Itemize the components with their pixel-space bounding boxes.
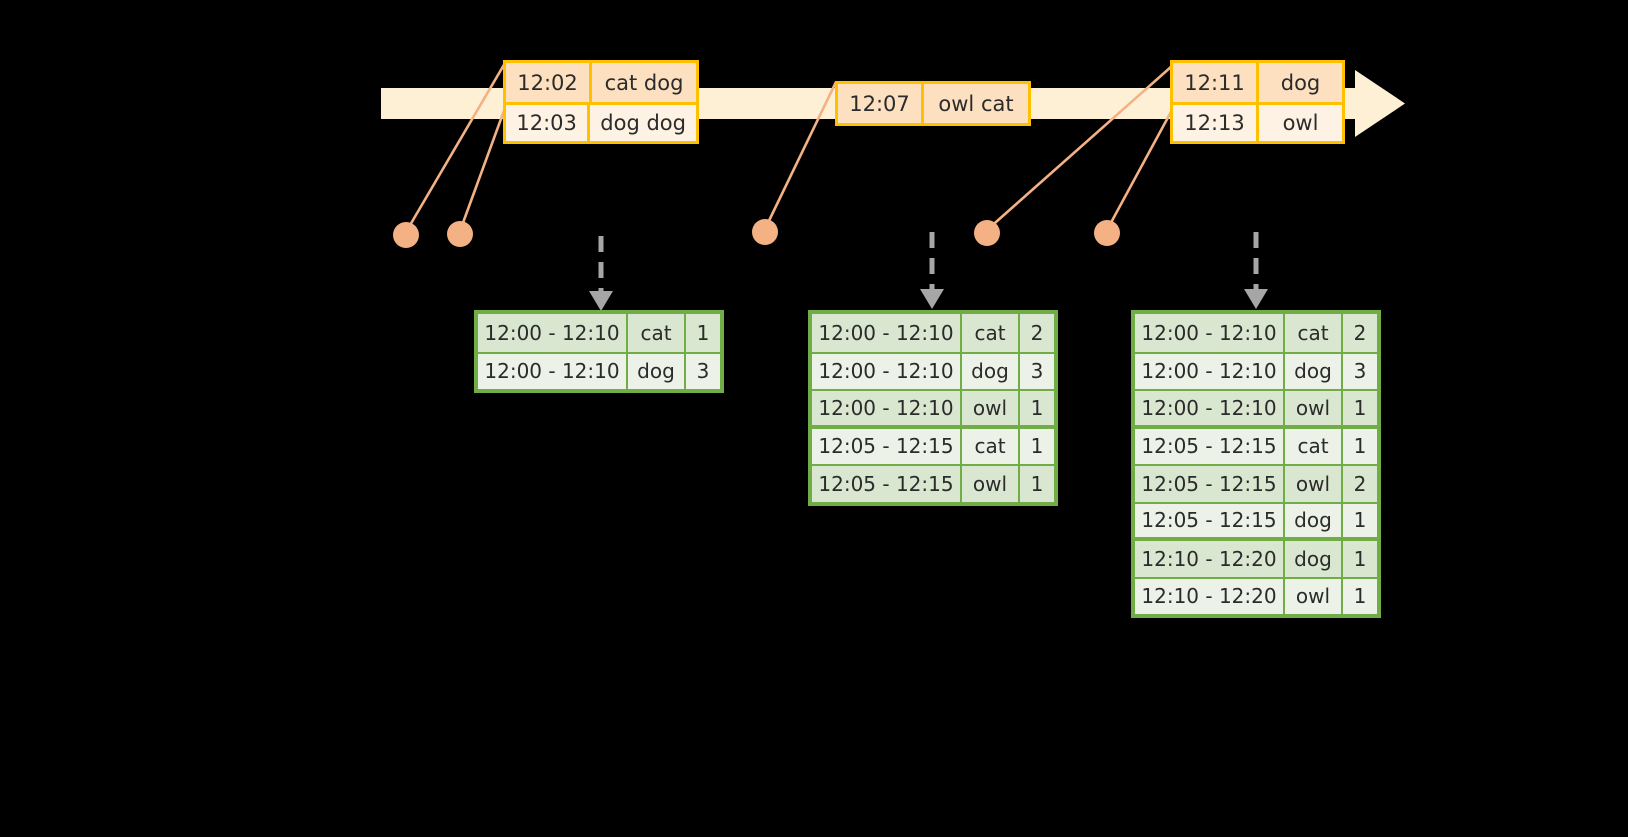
cell-count: 3 <box>1343 353 1377 389</box>
cell-window: 12:05 - 12:15 <box>812 466 962 502</box>
cell-count: 1 <box>1343 578 1377 614</box>
cell-key: owl <box>962 391 1020 425</box>
cell-window: 12:00 - 12:10 <box>1135 353 1285 389</box>
cell-window: 12:00 - 12:10 <box>1135 391 1285 425</box>
cell-count: 2 <box>1343 466 1377 502</box>
cell-key: cat <box>628 314 686 352</box>
cell-key: cat <box>962 314 1020 352</box>
cell-count: 2 <box>1343 314 1377 352</box>
event-row[interactable]: 12:13 owl <box>1173 102 1342 141</box>
event-time: 12:07 <box>838 84 924 123</box>
marker-dot <box>393 222 419 248</box>
cell-key: dog <box>1285 541 1343 577</box>
cell-key: cat <box>1285 428 1343 464</box>
cell-key: cat <box>962 428 1020 464</box>
cell-window: 12:05 - 12:15 <box>1135 503 1285 537</box>
marker-dot <box>974 220 1000 246</box>
event-time: 12:11 <box>1173 63 1259 102</box>
cell-count: 3 <box>1020 353 1054 389</box>
cell-window: 12:10 - 12:20 <box>1135 578 1285 614</box>
event-time: 12:13 <box>1173 105 1259 141</box>
event-text: cat dog <box>592 63 696 102</box>
cell-count: 1 <box>1020 466 1054 502</box>
cell-count: 1 <box>1343 503 1377 537</box>
event-group-1[interactable]: 12:02 cat dog 12:03 dog dog <box>503 60 699 144</box>
event-time: 12:02 <box>506 63 592 102</box>
cell-window: 12:05 - 12:15 <box>812 428 962 464</box>
cell-key: dog <box>1285 503 1343 537</box>
dashed-arrows <box>589 232 1268 311</box>
cell-key: cat <box>1285 314 1343 352</box>
cell-key: dog <box>1285 353 1343 389</box>
cell-key: owl <box>1285 466 1343 502</box>
cell-window: 12:00 - 12:10 <box>812 353 962 389</box>
event-row[interactable]: 12:03 dog dog <box>506 102 696 141</box>
marker-dot <box>752 219 778 245</box>
event-row[interactable]: 12:11 dog <box>1173 63 1342 102</box>
cell-count: 3 <box>686 353 720 389</box>
event-text: owl cat <box>924 84 1028 123</box>
cell-count: 1 <box>1020 391 1054 425</box>
cell-window: 12:00 - 12:10 <box>812 391 962 425</box>
event-marker-dots <box>393 219 1120 248</box>
cell-count: 1 <box>1343 541 1377 577</box>
cell-key: owl <box>962 466 1020 502</box>
event-group-3[interactable]: 12:11 dog 12:13 owl <box>1170 60 1345 144</box>
event-text: dog <box>1259 63 1342 102</box>
event-row[interactable]: 12:02 cat dog <box>506 63 696 102</box>
cell-window: 12:00 - 12:10 <box>478 314 628 352</box>
cell-count: 1 <box>1343 391 1377 425</box>
cell-count: 1 <box>1343 428 1377 464</box>
cell-window: 12:05 - 12:15 <box>1135 466 1285 502</box>
cell-window: 12:00 - 12:10 <box>812 314 962 352</box>
cell-count: 1 <box>686 314 720 352</box>
cell-key: dog <box>962 353 1020 389</box>
cell-count: 2 <box>1020 314 1054 352</box>
cell-window: 12:00 - 12:10 <box>478 353 628 389</box>
cell-count: 1 <box>1020 428 1054 464</box>
cell-window: 12:00 - 12:10 <box>1135 314 1285 352</box>
cell-key: dog <box>628 353 686 389</box>
event-text: dog dog <box>590 105 696 141</box>
cell-window: 12:10 - 12:20 <box>1135 541 1285 577</box>
cell-key: owl <box>1285 391 1343 425</box>
marker-dot <box>447 221 473 247</box>
event-time: 12:03 <box>506 105 591 141</box>
cell-key: owl <box>1285 578 1343 614</box>
marker-dot <box>1094 220 1120 246</box>
event-group-2[interactable]: 12:07 owl cat <box>835 81 1031 126</box>
event-row[interactable]: 12:07 owl cat <box>838 84 1028 123</box>
event-text: owl <box>1259 105 1342 141</box>
cell-window: 12:05 - 12:15 <box>1135 428 1285 464</box>
